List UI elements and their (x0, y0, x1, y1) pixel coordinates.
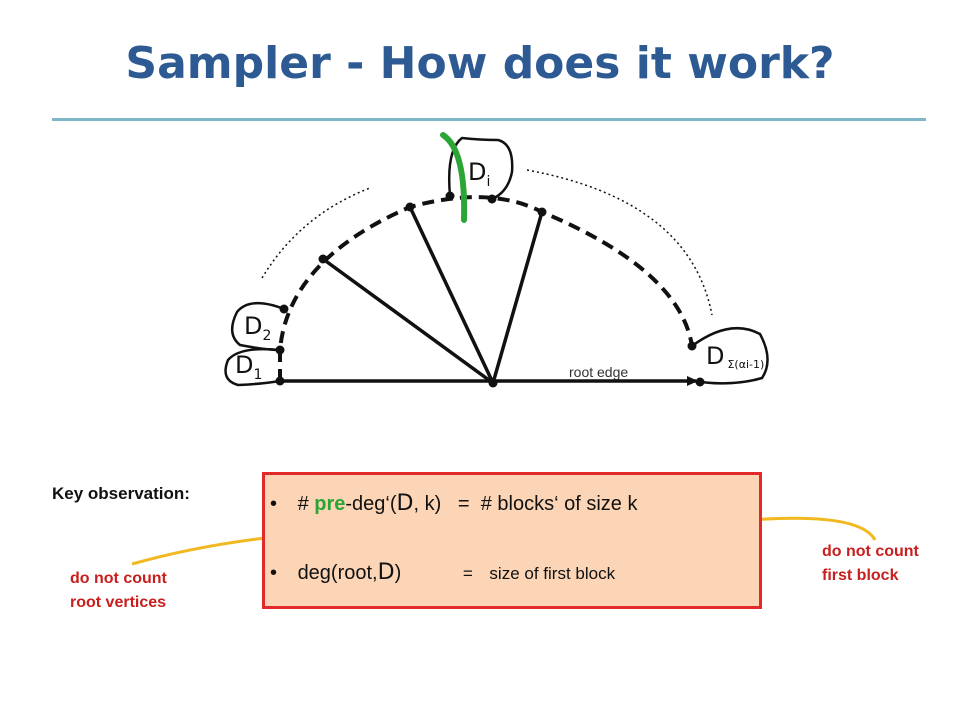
note-line: first block (822, 567, 899, 584)
d-symbol: D (396, 491, 414, 516)
block-label-2: D2 (244, 312, 271, 344)
spoke-2 (408, 206, 495, 384)
deg-text: -deg‘( (345, 493, 397, 515)
deg-root-text: deg(root, (297, 562, 378, 584)
root-edge-label: root edge (569, 364, 628, 380)
spoke-1 (321, 257, 495, 385)
bullet-marker: • (270, 562, 278, 584)
vertex (275, 376, 285, 386)
vertex (279, 304, 289, 314)
dotted-arc-right (526, 169, 713, 316)
vertex (445, 191, 455, 201)
block-label-1: D1 (235, 351, 262, 383)
note-first-block: do not count first block (822, 540, 919, 588)
key-observation-heading: Key observation: (52, 484, 190, 503)
note-root-vertices: do not count root vertices (70, 567, 167, 615)
hash-sign: # (297, 493, 309, 515)
d-symbol: D (377, 560, 395, 585)
vertex (537, 207, 547, 217)
vertex (695, 377, 705, 387)
observation-line-2: • deg(root,D) = size of first block (270, 560, 615, 585)
root-vertex (488, 378, 498, 388)
note-line: root vertices (70, 594, 167, 611)
vertex (318, 254, 328, 264)
equals-sign: = (457, 493, 470, 515)
args-text: , k) (413, 493, 442, 515)
block-label-i: Di (468, 158, 490, 190)
note-line: do not count (70, 570, 167, 587)
dashed-boundary (278, 195, 694, 381)
vertex (275, 345, 285, 355)
note-line: do not count (822, 543, 919, 560)
observation-box (262, 472, 762, 609)
vertex (687, 341, 697, 351)
close-paren: ) (394, 562, 402, 584)
vertex (487, 194, 497, 204)
pre-word: pre (314, 493, 346, 515)
dotted-arc-left (261, 187, 371, 279)
vertices (275, 191, 705, 388)
rhs-text: size of first block (489, 564, 616, 583)
rhs-text: # blocks‘ of size k (480, 493, 638, 515)
spoke-3 (491, 211, 544, 384)
block-outline-last (691, 326, 769, 385)
equals-sign: = (462, 564, 473, 583)
page-title: Sampler - How does it work? (125, 38, 835, 89)
title-divider (52, 118, 926, 121)
vertex (405, 202, 415, 212)
green-cut-mark (440, 132, 468, 223)
observation-line-1: • # pre-deg‘(D, k) = # blocks‘ of size k (270, 491, 637, 516)
block-outline-1 (224, 347, 281, 387)
bullet-marker: • (270, 493, 278, 515)
